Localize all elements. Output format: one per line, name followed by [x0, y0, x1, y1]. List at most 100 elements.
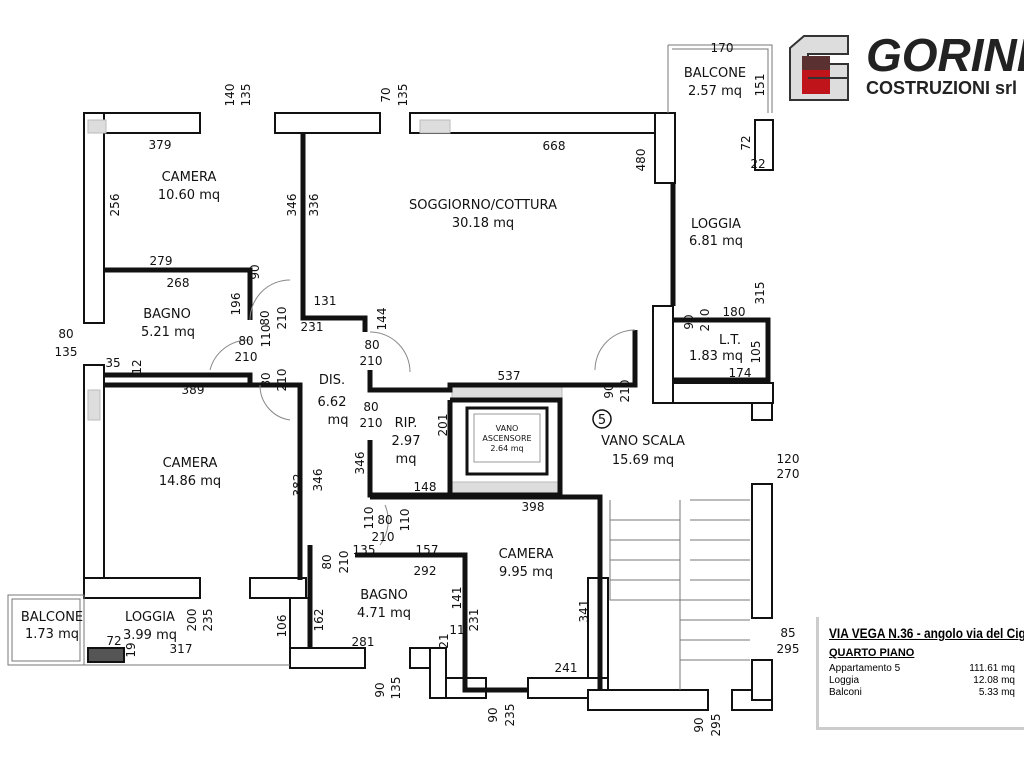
room-name: SOGGIORNO/COTTURA	[409, 198, 557, 213]
room-name: BAGNO	[360, 588, 408, 603]
info-label: Balconi	[829, 687, 862, 698]
room-name: VANO	[496, 424, 519, 433]
room-name: LOGGIA	[691, 217, 741, 232]
room-name: L.T.	[719, 333, 741, 348]
dim-label: 295	[777, 642, 800, 656]
room-area: 5.21 mq	[141, 325, 195, 340]
room-area: 3.99 mq	[123, 628, 177, 643]
dim-label: 210	[235, 350, 258, 364]
room-name: RIP.	[395, 416, 418, 431]
dim-label: 210	[275, 307, 289, 330]
dim-label: 90	[248, 264, 262, 279]
dim-label: 80	[58, 327, 73, 341]
dim-label: 268	[167, 276, 190, 290]
dim-label: 80	[320, 554, 334, 569]
walls	[83, 112, 774, 711]
dim-label: 210	[372, 530, 395, 544]
dim-label: 19	[124, 642, 138, 657]
dim-label: 35	[105, 356, 120, 370]
room-name: CAMERA	[162, 170, 217, 185]
room-labels: BALCONE 2.57 mq CAMERA 10.60 mq SOGGIORN…	[21, 66, 746, 643]
dim-label: 389	[182, 383, 205, 397]
dim-label: 346	[311, 469, 325, 492]
dim-label: 80	[258, 310, 272, 325]
dim-label: 135	[396, 84, 410, 107]
info-label: Appartamento 5	[829, 663, 901, 674]
logo-mark-icon	[789, 35, 849, 101]
stair-number: 5	[598, 413, 606, 428]
dim-label: 210	[698, 309, 712, 332]
room-unit: mq	[396, 452, 417, 467]
dim-label: 80	[238, 334, 253, 348]
room-area: 1.83 mq	[689, 349, 743, 364]
room-area: 15.69 mq	[612, 453, 674, 468]
dim-label: 131	[314, 294, 337, 308]
dim-label: 336	[307, 194, 321, 217]
room-unit: mq	[328, 413, 349, 428]
dim-label: 279	[150, 254, 173, 268]
dim-label: 70	[379, 87, 393, 102]
dim-label: 281	[352, 635, 375, 649]
company-name: GORINI	[866, 29, 1024, 81]
dim-label: 292	[414, 564, 437, 578]
dim-label: 241	[555, 661, 578, 675]
room-area: 6.62	[318, 395, 347, 410]
dim-label: 90	[486, 707, 500, 722]
dim-label: 162	[312, 609, 326, 632]
dim-label: 668	[543, 139, 566, 153]
floor-title: QUARTO PIANO	[829, 647, 915, 659]
dim-label: 235	[503, 704, 517, 727]
room-area: 4.71 mq	[357, 606, 411, 621]
dim-label: 106	[275, 615, 289, 638]
dim-label: 231	[467, 609, 481, 632]
room-area: 2.64 mq	[490, 444, 523, 453]
room-name: BAGNO	[143, 307, 191, 322]
info-row: Appartamento 5 111.61 mq	[829, 663, 1015, 675]
room-area: 30.18 mq	[452, 216, 514, 231]
dim-label: 210	[360, 416, 383, 430]
room-area: 10.60 mq	[158, 188, 220, 203]
dim-label: 317	[170, 642, 193, 656]
info-row: Balconi 5.33 mq	[829, 687, 1015, 699]
room-name: ASCENSORE	[482, 434, 531, 443]
dim-label: 135	[389, 677, 403, 700]
dim-label: 110	[259, 325, 273, 348]
dim-label: 90	[373, 682, 387, 697]
dim-label: 346	[353, 452, 367, 475]
room-name: BALCONE	[21, 610, 83, 625]
dim-label: 231	[301, 320, 324, 334]
dim-label: 382	[291, 474, 305, 497]
dim-label: 315	[753, 282, 767, 305]
room-name: LOGGIA	[125, 610, 175, 625]
dim-label: 90	[692, 717, 706, 732]
dim-label: 105	[749, 341, 763, 364]
room-area: 6.81 mq	[689, 234, 743, 249]
interior-walls	[7, 44, 773, 693]
dim-label: 196	[229, 293, 243, 316]
stair-number-circle	[592, 409, 612, 429]
dim-label: 379	[149, 138, 172, 152]
info-value: 5.33 mq	[978, 687, 1015, 698]
dim-label: 85	[780, 626, 795, 640]
dim-label: 210	[618, 380, 632, 403]
dim-label: 295	[709, 714, 723, 737]
info-value: 111.61 mq	[969, 663, 1015, 674]
dim-label: 144	[375, 308, 389, 331]
dim-label: 135	[239, 84, 253, 107]
dim-label: 80	[364, 338, 379, 352]
dim-label: 180	[723, 305, 746, 319]
dim-label: 210	[337, 551, 351, 574]
dim-label: 170	[711, 41, 734, 55]
dim-label: 480	[634, 149, 648, 172]
dimension-labels: 170 22 379 668 279 268 131 231 180 174 8…	[55, 41, 800, 675]
dim-label: 151	[753, 74, 767, 97]
dim-label: 72	[739, 135, 753, 150]
dim-label: 120	[777, 452, 800, 466]
dim-label: 157	[416, 543, 439, 557]
room-area: 9.95 mq	[499, 565, 553, 580]
dim-label: 22	[750, 157, 765, 171]
info-box: VIA VEGA N.36 - angolo via del Cigno QUA…	[816, 617, 1024, 730]
dim-label: 235	[201, 609, 215, 632]
dim-label: 201	[436, 414, 450, 437]
